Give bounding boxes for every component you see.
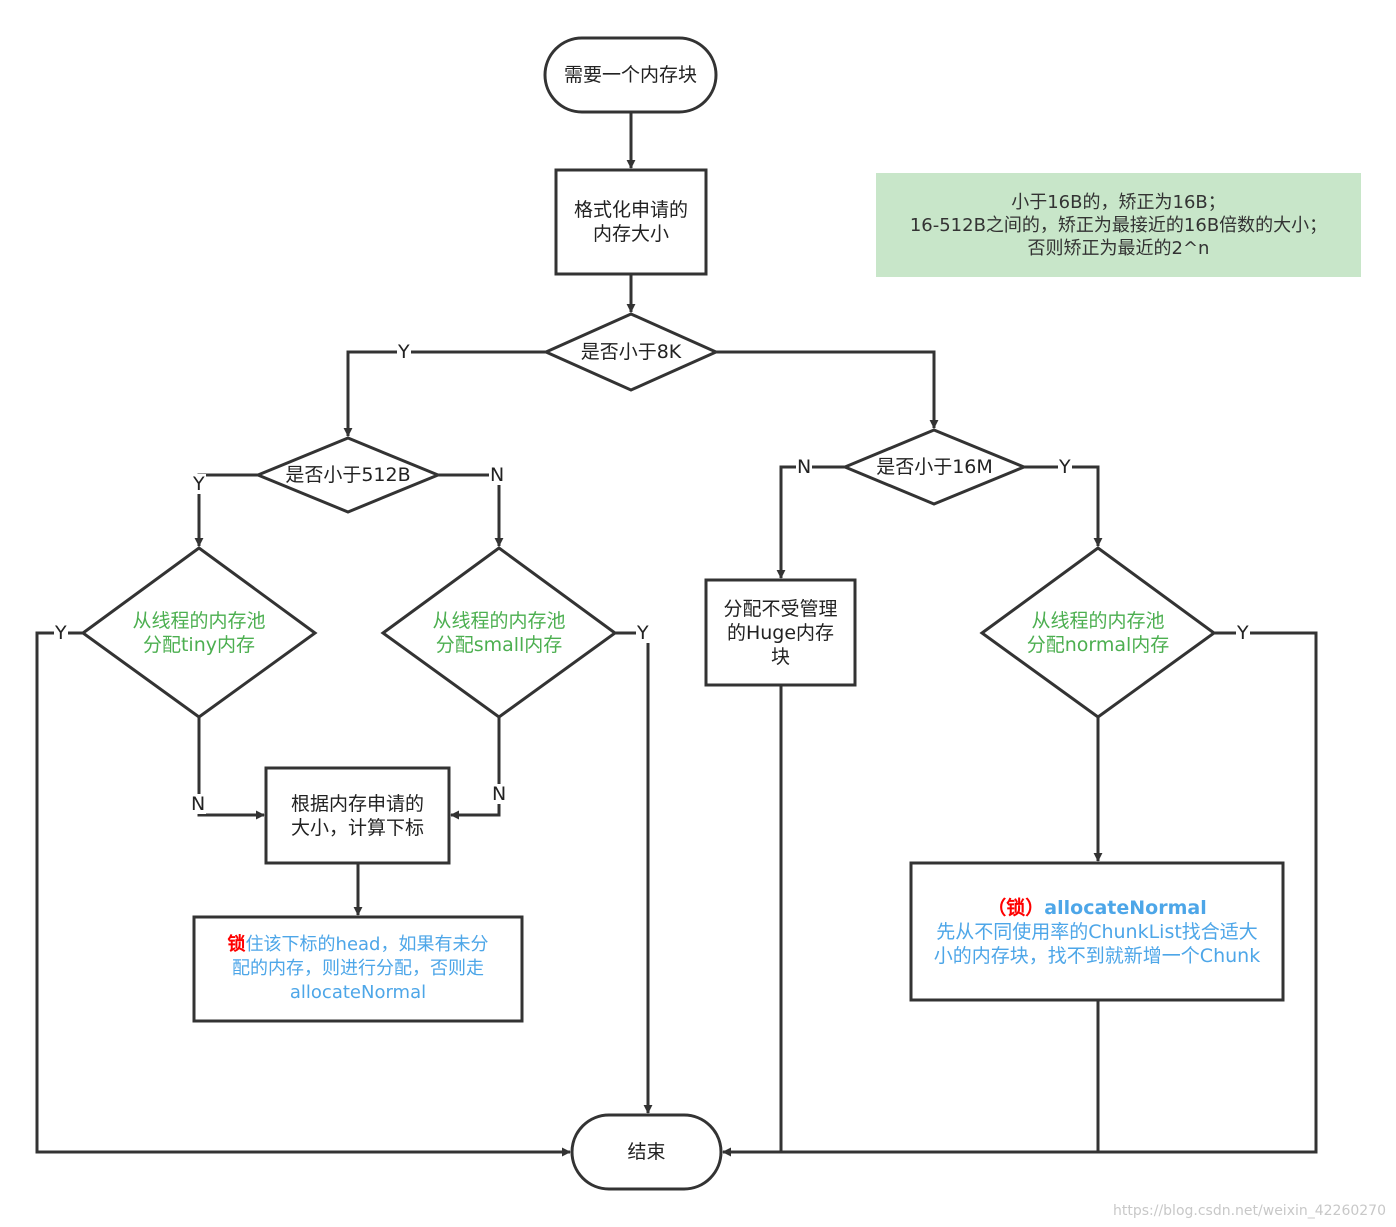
edge-label-normal-yes: Y bbox=[1236, 622, 1250, 644]
edge-label-lt16m-yes: Y bbox=[1058, 456, 1072, 478]
watermark: https://blog.csdn.net/weixin_42260270 bbox=[1112, 1203, 1386, 1219]
normal-alloc-line-2: 先从不同使用率的ChunkList找合适大 bbox=[936, 920, 1258, 943]
edge-normal-yes bbox=[722, 631, 1318, 1157]
lock-line-3: allocateNormal bbox=[289, 982, 427, 1003]
edge-label-tiny-yes: Y bbox=[54, 622, 68, 644]
end-node-label: 结束 bbox=[627, 1141, 666, 1163]
edge-label-lt512-no: N bbox=[489, 464, 506, 486]
edge-lt16m-yes bbox=[1024, 465, 1103, 547]
format-line-1: 格式化申请的 bbox=[573, 199, 688, 221]
edge-label-lt512-yes: Y bbox=[192, 473, 206, 495]
edge-lt8k-no bbox=[716, 350, 939, 429]
huge-node-label: 分配不受管理 的Huge内存 块 bbox=[723, 597, 838, 668]
edge-tiny-no bbox=[197, 717, 265, 820]
lock-node-label: 锁住该下标的head，如果有未分 配的内存，则进行分配，否则走 allocate… bbox=[194, 917, 522, 1021]
edge-label-lt8k-yes: Y bbox=[397, 341, 411, 363]
lt8k-decision-label: 是否小于8K bbox=[580, 341, 682, 363]
index-node-shape bbox=[264, 766, 451, 865]
size-normalization-note: 小于16B的，矫正为16B； 16-512B之间的，矫正为最接近的16B倍数的大… bbox=[876, 173, 1361, 277]
edge-label-small-yes: Y bbox=[636, 622, 650, 644]
edge-label-lt16m-no: N bbox=[796, 456, 813, 478]
note-line-1: 小于16B的，矫正为16B； bbox=[1011, 191, 1226, 213]
edge-label-small-no: N bbox=[491, 783, 508, 805]
edge-lt8k-yes bbox=[343, 350, 546, 437]
lock-line-1: 锁住该下标的head，如果有未分 bbox=[227, 934, 489, 955]
edge-lt512-yes bbox=[194, 473, 258, 547]
note-line-2: 16-512B之间的，矫正为最接近的16B倍数的大小； bbox=[909, 214, 1328, 236]
index-node-label: 根据内存申请的 大小，计算下标 bbox=[290, 792, 424, 839]
lock-line-2: 配的内存，则进行分配，否则走 bbox=[232, 958, 484, 979]
small-decision-label: 从线程的内存池 分配small内存 bbox=[432, 610, 566, 656]
tiny-decision-shape bbox=[80, 546, 318, 719]
edge-small-no bbox=[450, 717, 501, 820]
note-line-3: 否则矫正为最近的2^n bbox=[1027, 237, 1210, 259]
format-node-shape bbox=[554, 168, 708, 276]
normal-alloc-line-1: （锁）allocateNormal bbox=[987, 896, 1207, 919]
normal-alloc-lock: （锁） bbox=[987, 896, 1045, 919]
lock-node-shape bbox=[192, 915, 524, 1023]
start-text: 需要一个内存块 bbox=[563, 64, 697, 86]
edge-lt16m-no bbox=[776, 465, 845, 579]
lock-keyword: 锁 bbox=[227, 934, 246, 955]
format-node-label: 格式化申请的 内存大小 bbox=[556, 170, 706, 274]
normal-alloc-node-label: （锁）allocateNormal 先从不同使用率的ChunkList找合适大 … bbox=[911, 863, 1283, 1000]
lt512-decision-label: 是否小于512B bbox=[285, 464, 411, 486]
edge-label-tiny-no: N bbox=[190, 793, 207, 815]
normal-decision-label: 从线程的内存池 分配normal内存 bbox=[1026, 610, 1170, 656]
tiny-decision-label: 从线程的内存池 分配tiny内存 bbox=[132, 610, 266, 656]
lt16m-decision-label: 是否小于16M bbox=[876, 456, 993, 478]
normal-alloc-line-3: 小的内存块，找不到就新增一个Chunk bbox=[933, 944, 1261, 967]
start-node-label: 需要一个内存块 bbox=[545, 38, 716, 112]
end-node-shape bbox=[570, 1113, 723, 1191]
edge-small-yes bbox=[615, 631, 653, 1114]
format-line-2: 内存大小 bbox=[592, 223, 669, 245]
